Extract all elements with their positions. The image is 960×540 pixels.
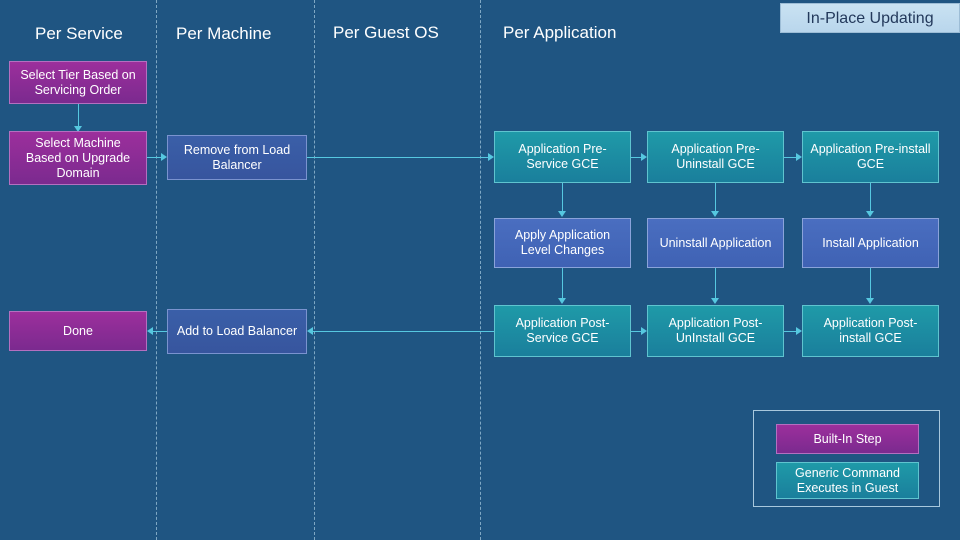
divider-3 — [480, 0, 481, 540]
legend-built-in-step: Built-In Step — [776, 424, 919, 454]
title-box-label: In-Place Updating — [806, 9, 934, 27]
node-remove-from-load-balancer-label: Remove from Load Balancer — [183, 142, 291, 172]
node-install-application[interactable]: Install Application — [802, 218, 939, 268]
divider-1 — [156, 0, 157, 540]
arrow-preinstall-to-install — [866, 211, 874, 217]
node-application-post-install-gce-label: Application Post-install GCE — [823, 316, 918, 345]
arrow-preuninstall-to-uninstall — [711, 211, 719, 217]
node-application-pre-service-gce[interactable]: Application Pre-Service GCE — [494, 131, 631, 183]
node-application-pre-service-gce-label: Application Pre-Service GCE — [518, 142, 607, 171]
node-add-to-load-balancer[interactable]: Add to Load Balancer — [167, 309, 307, 354]
connector-install-to-postinstall — [870, 268, 871, 299]
node-application-post-service-gce-label: Application Post-Service GCE — [515, 316, 610, 345]
node-application-post-uninstall-gce[interactable]: Application Post-UnInstall GCE — [647, 305, 784, 357]
node-application-post-service-gce[interactable]: Application Post-Service GCE — [494, 305, 631, 357]
arrow-preservice-to-preuninstall — [641, 153, 647, 161]
node-application-pre-uninstall-gce[interactable]: Application Pre-Uninstall GCE — [647, 131, 784, 183]
connector-removelb-to-preservice — [307, 157, 488, 158]
column-header-per-service: Per Service — [35, 24, 123, 43]
connector-postservice-to-addlb — [313, 331, 494, 332]
node-uninstall-application[interactable]: Uninstall Application — [647, 218, 784, 268]
arrow-uninstall-to-postuninstall — [711, 298, 719, 304]
column-header-per-application: Per Application — [503, 23, 617, 42]
node-done[interactable]: Done — [9, 311, 147, 351]
node-apply-application-level-changes[interactable]: Apply Application Level Changes — [494, 218, 631, 268]
arrow-postservice-to-postuninstall — [641, 327, 647, 335]
arrow-removelb-to-preservice — [488, 153, 494, 161]
node-remove-from-load-balancer[interactable]: Remove from Load Balancer — [167, 135, 307, 180]
arrow-apply-to-postservice — [558, 298, 566, 304]
connector-tier-to-machine — [78, 104, 79, 128]
legend-generic-command: Generic Command Executes in Guest — [776, 462, 919, 499]
column-header-per-machine: Per Machine — [176, 24, 272, 43]
legend-generic-command-label: Generic Command Executes in Guest — [795, 465, 900, 495]
node-install-application-label: Install Application — [822, 235, 919, 250]
arrow-preservice-to-apply — [558, 211, 566, 217]
connector-preservice-to-preuninstall — [631, 157, 641, 158]
node-add-to-load-balancer-label: Add to Load Balancer — [176, 324, 298, 338]
connector-machine-to-removelb — [147, 157, 161, 158]
node-uninstall-application-label: Uninstall Application — [659, 235, 772, 250]
arrow-postservice-to-addlb — [307, 327, 313, 335]
node-application-pre-uninstall-gce-label: Application Pre-Uninstall GCE — [671, 142, 760, 171]
arrow-install-to-postinstall — [866, 298, 874, 304]
arrow-preuninstall-to-preinstall — [796, 153, 802, 161]
node-done-label: Done — [63, 323, 93, 338]
divider-2 — [314, 0, 315, 540]
connector-preuninstall-to-preinstall — [784, 157, 796, 158]
node-select-tier[interactable]: Select Tier Based on Servicing Order — [9, 61, 147, 104]
node-application-post-uninstall-gce-label: Application Post-UnInstall GCE — [668, 316, 763, 345]
connector-addlb-to-done — [153, 331, 167, 332]
legend-built-in-step-label: Built-In Step — [813, 431, 882, 446]
node-application-pre-install-gce-label: Application Pre-install GCE — [810, 142, 931, 171]
connector-preinstall-to-install — [870, 183, 871, 212]
arrow-machine-to-removelb — [161, 153, 167, 161]
connector-postuninstall-to-postinstall — [784, 331, 796, 332]
legend-box: Built-In Step Generic Command Executes i… — [753, 410, 940, 507]
node-select-machine[interactable]: Select Machine Based on Upgrade Domain — [9, 131, 147, 185]
connector-apply-to-postservice — [562, 268, 563, 299]
connector-preuninstall-to-uninstall — [715, 183, 716, 212]
arrow-addlb-to-done — [147, 327, 153, 335]
node-application-pre-install-gce[interactable]: Application Pre-install GCE — [802, 131, 939, 183]
connector-preservice-to-apply — [562, 183, 563, 212]
connector-postservice-to-postuninstall — [631, 331, 641, 332]
arrow-postuninstall-to-postinstall — [796, 327, 802, 335]
node-apply-application-level-changes-label: Apply Application Level Changes — [514, 228, 611, 257]
node-select-tier-label: Select Tier Based on Servicing Order — [20, 67, 136, 97]
node-application-post-install-gce[interactable]: Application Post-install GCE — [802, 305, 939, 357]
arrow-tier-to-machine — [74, 126, 82, 132]
connector-uninstall-to-postuninstall — [715, 268, 716, 299]
node-select-machine-label: Select Machine Based on Upgrade Domain — [25, 135, 131, 180]
title-box: In-Place Updating — [780, 3, 960, 33]
column-header-per-guest-os: Per Guest OS — [333, 23, 439, 42]
